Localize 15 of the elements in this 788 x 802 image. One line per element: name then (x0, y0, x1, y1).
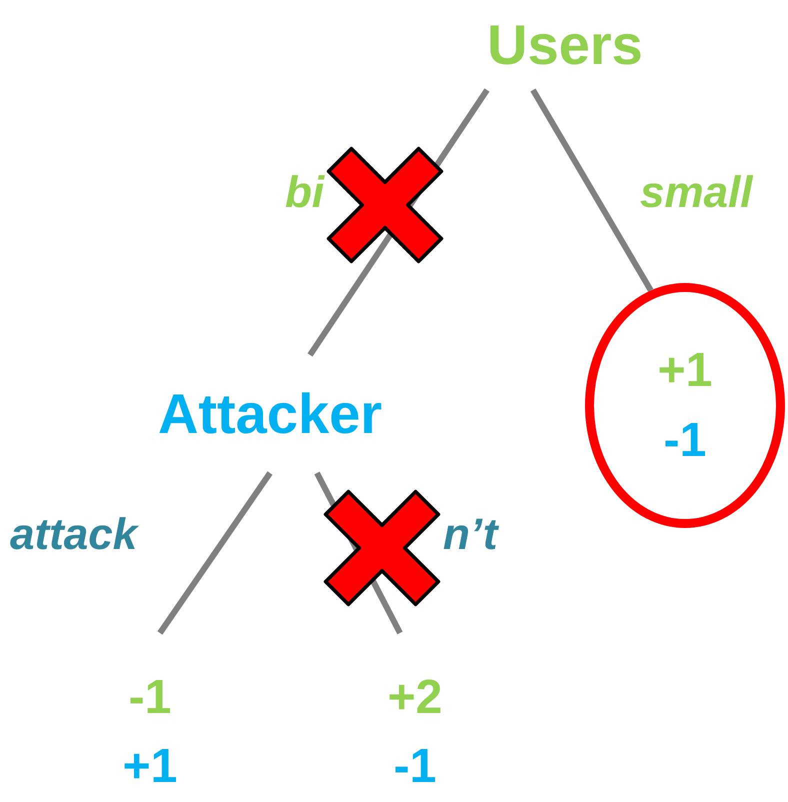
edge-label: n’t (443, 510, 498, 560)
tree-branch-line (157, 471, 272, 635)
payoff-value: -1 (664, 412, 706, 468)
edge-label: small (640, 168, 753, 218)
payoff-value: +1 (658, 342, 712, 399)
player-label: Users (487, 12, 643, 78)
player-label: Attacker (158, 381, 382, 448)
edge-label: attack (10, 510, 138, 560)
edge-label: bi (285, 168, 324, 218)
payoff-value: -1 (128, 670, 172, 726)
tree-branch-line (530, 88, 654, 292)
payoff-value: -1 (394, 739, 436, 796)
payoff-value: +1 (122, 739, 178, 796)
payoff-ellipse (585, 283, 785, 528)
payoff-value: +2 (388, 670, 442, 726)
